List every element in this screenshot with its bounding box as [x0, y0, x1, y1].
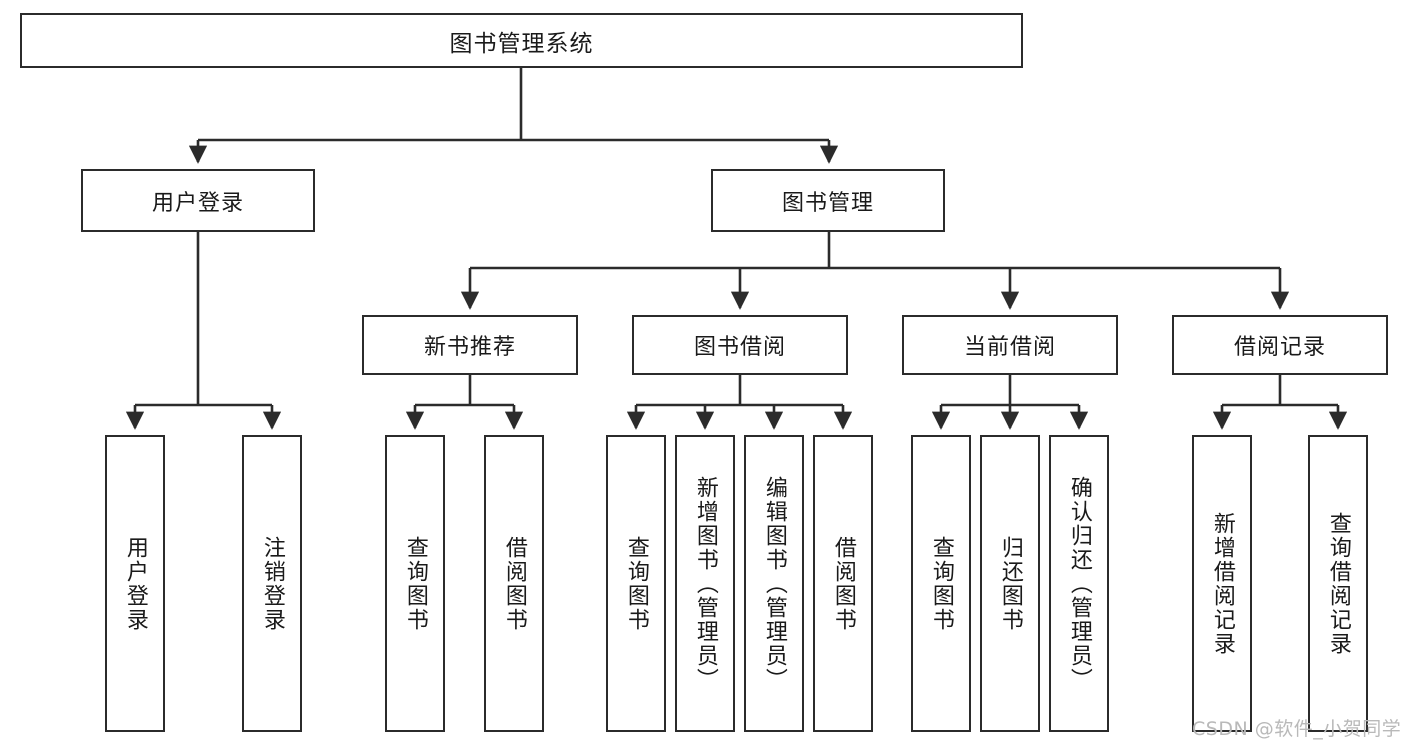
node-new-book-recommend-label: 新书推荐: [423, 335, 516, 360]
node-leaf-query-book-3[interactable]: 查询图书: [911, 435, 971, 732]
node-leaf-query-book-1-label: 查询图书: [402, 535, 428, 632]
node-leaf-edit-book[interactable]: 编辑图书（管理员）: [744, 435, 804, 732]
node-leaf-query-book-3-label: 查询图书: [928, 535, 954, 632]
node-leaf-user-login[interactable]: 用户登录: [105, 435, 165, 732]
node-leaf-borrow-book-2-label: 借阅图书: [830, 535, 856, 632]
node-borrow-record-label: 借阅记录: [1233, 335, 1326, 360]
node-leaf-edit-book-label: 编辑图书（管理员）: [761, 475, 787, 692]
node-book-borrow[interactable]: 图书借阅: [632, 315, 848, 375]
node-leaf-user-login-label: 用户登录: [122, 535, 148, 632]
node-user-login-label: 用户登录: [151, 190, 244, 216]
node-current-borrow[interactable]: 当前借阅: [902, 315, 1118, 375]
node-leaf-borrow-book-2[interactable]: 借阅图书: [813, 435, 873, 732]
node-leaf-query-record[interactable]: 查询借阅记录: [1308, 435, 1368, 732]
node-borrow-record[interactable]: 借阅记录: [1172, 315, 1388, 375]
node-book-borrow-label: 图书借阅: [693, 335, 786, 360]
node-leaf-query-book-2[interactable]: 查询图书: [606, 435, 666, 732]
node-user-login[interactable]: 用户登录: [81, 169, 315, 232]
node-book-manage-label: 图书管理: [781, 190, 874, 216]
node-root-label: 图书管理系统: [449, 30, 594, 57]
node-leaf-query-book-2-label: 查询图书: [623, 535, 649, 632]
node-leaf-confirm-return[interactable]: 确认归还（管理员）: [1049, 435, 1109, 732]
node-leaf-add-book-label: 新增图书（管理员）: [692, 475, 718, 692]
node-leaf-return-book[interactable]: 归还图书: [980, 435, 1040, 732]
node-leaf-query-record-label: 查询借阅记录: [1325, 511, 1351, 656]
node-leaf-query-book-1[interactable]: 查询图书: [385, 435, 445, 732]
node-leaf-logout-login-label: 注销登录: [259, 535, 285, 632]
node-leaf-logout-login[interactable]: 注销登录: [242, 435, 302, 732]
node-current-borrow-label: 当前借阅: [963, 335, 1056, 360]
node-root-system[interactable]: 图书管理系统: [20, 13, 1023, 68]
node-leaf-return-book-label: 归还图书: [997, 535, 1023, 632]
node-new-book-recommend[interactable]: 新书推荐: [362, 315, 578, 375]
node-leaf-borrow-book-1[interactable]: 借阅图书: [484, 435, 544, 732]
node-leaf-add-book[interactable]: 新增图书（管理员）: [675, 435, 735, 732]
node-book-manage[interactable]: 图书管理: [711, 169, 945, 232]
node-leaf-borrow-book-1-label: 借阅图书: [501, 535, 527, 632]
node-leaf-add-record-label: 新增借阅记录: [1209, 511, 1235, 656]
node-leaf-confirm-return-label: 确认归还（管理员）: [1066, 475, 1092, 692]
node-leaf-add-record[interactable]: 新增借阅记录: [1192, 435, 1252, 732]
